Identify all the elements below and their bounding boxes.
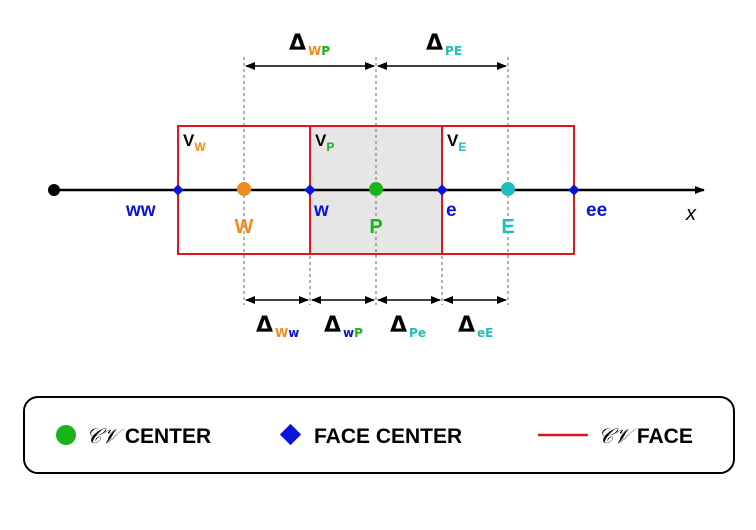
cv-center-P bbox=[369, 182, 383, 196]
legend-box bbox=[23, 396, 735, 474]
volume-label-P: VP bbox=[315, 131, 334, 154]
face-center-ww bbox=[172, 184, 184, 196]
x-axis-label: x bbox=[685, 203, 697, 225]
legend-face-center-label: FACE CENTER bbox=[314, 425, 462, 448]
volume-label-W: VW bbox=[183, 131, 206, 154]
face-center-w bbox=[304, 184, 316, 196]
axis-origin-dot bbox=[48, 184, 60, 196]
node-label-E: E bbox=[501, 216, 514, 238]
face-label-ee: ee bbox=[586, 200, 607, 221]
face-centers bbox=[172, 184, 580, 196]
cv-center-W bbox=[237, 182, 251, 196]
face-label-w: w bbox=[313, 200, 329, 221]
face-label-e: e bbox=[446, 200, 457, 221]
guide-lines bbox=[243, 57, 509, 305]
face-center-ee bbox=[568, 184, 580, 196]
legend-cv-center-icon bbox=[56, 425, 76, 445]
volume-label-E: VE bbox=[447, 131, 466, 154]
face-center-e bbox=[436, 184, 448, 196]
face-label-ww: ww bbox=[125, 200, 156, 221]
cv-center-E bbox=[501, 182, 515, 196]
node-label-P: P bbox=[369, 216, 382, 238]
node-label-W: W bbox=[235, 216, 254, 238]
